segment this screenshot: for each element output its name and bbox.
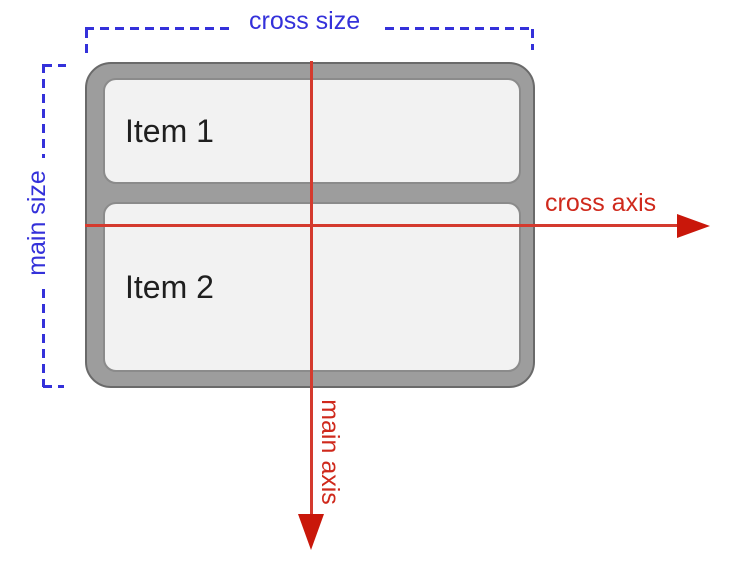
cross-size-dash-right [385,27,533,30]
cross-axis-arrowhead-icon [677,214,710,238]
main-axis-arrowhead-icon [298,514,324,550]
main-axis-label: main axis [316,399,344,505]
cross-size-label: cross size [249,7,361,35]
flex-item-2-label: Item 2 [125,268,214,305]
main-axis-line [310,61,313,516]
cross-size-tick-right [531,29,534,50]
main-size-dash-top [42,64,45,158]
cross-size-dash-left [85,27,235,30]
main-size-dash-bottom [42,289,45,387]
cross-axis-label: cross axis [545,189,657,217]
main-size-tick-bottom [43,385,64,388]
main-size-tick-top [43,64,66,67]
cross-size-tick-left [85,29,88,54]
flex-item-1-label: Item 1 [125,112,214,149]
main-size-label: main size [23,170,51,276]
cross-axis-line [85,224,678,227]
